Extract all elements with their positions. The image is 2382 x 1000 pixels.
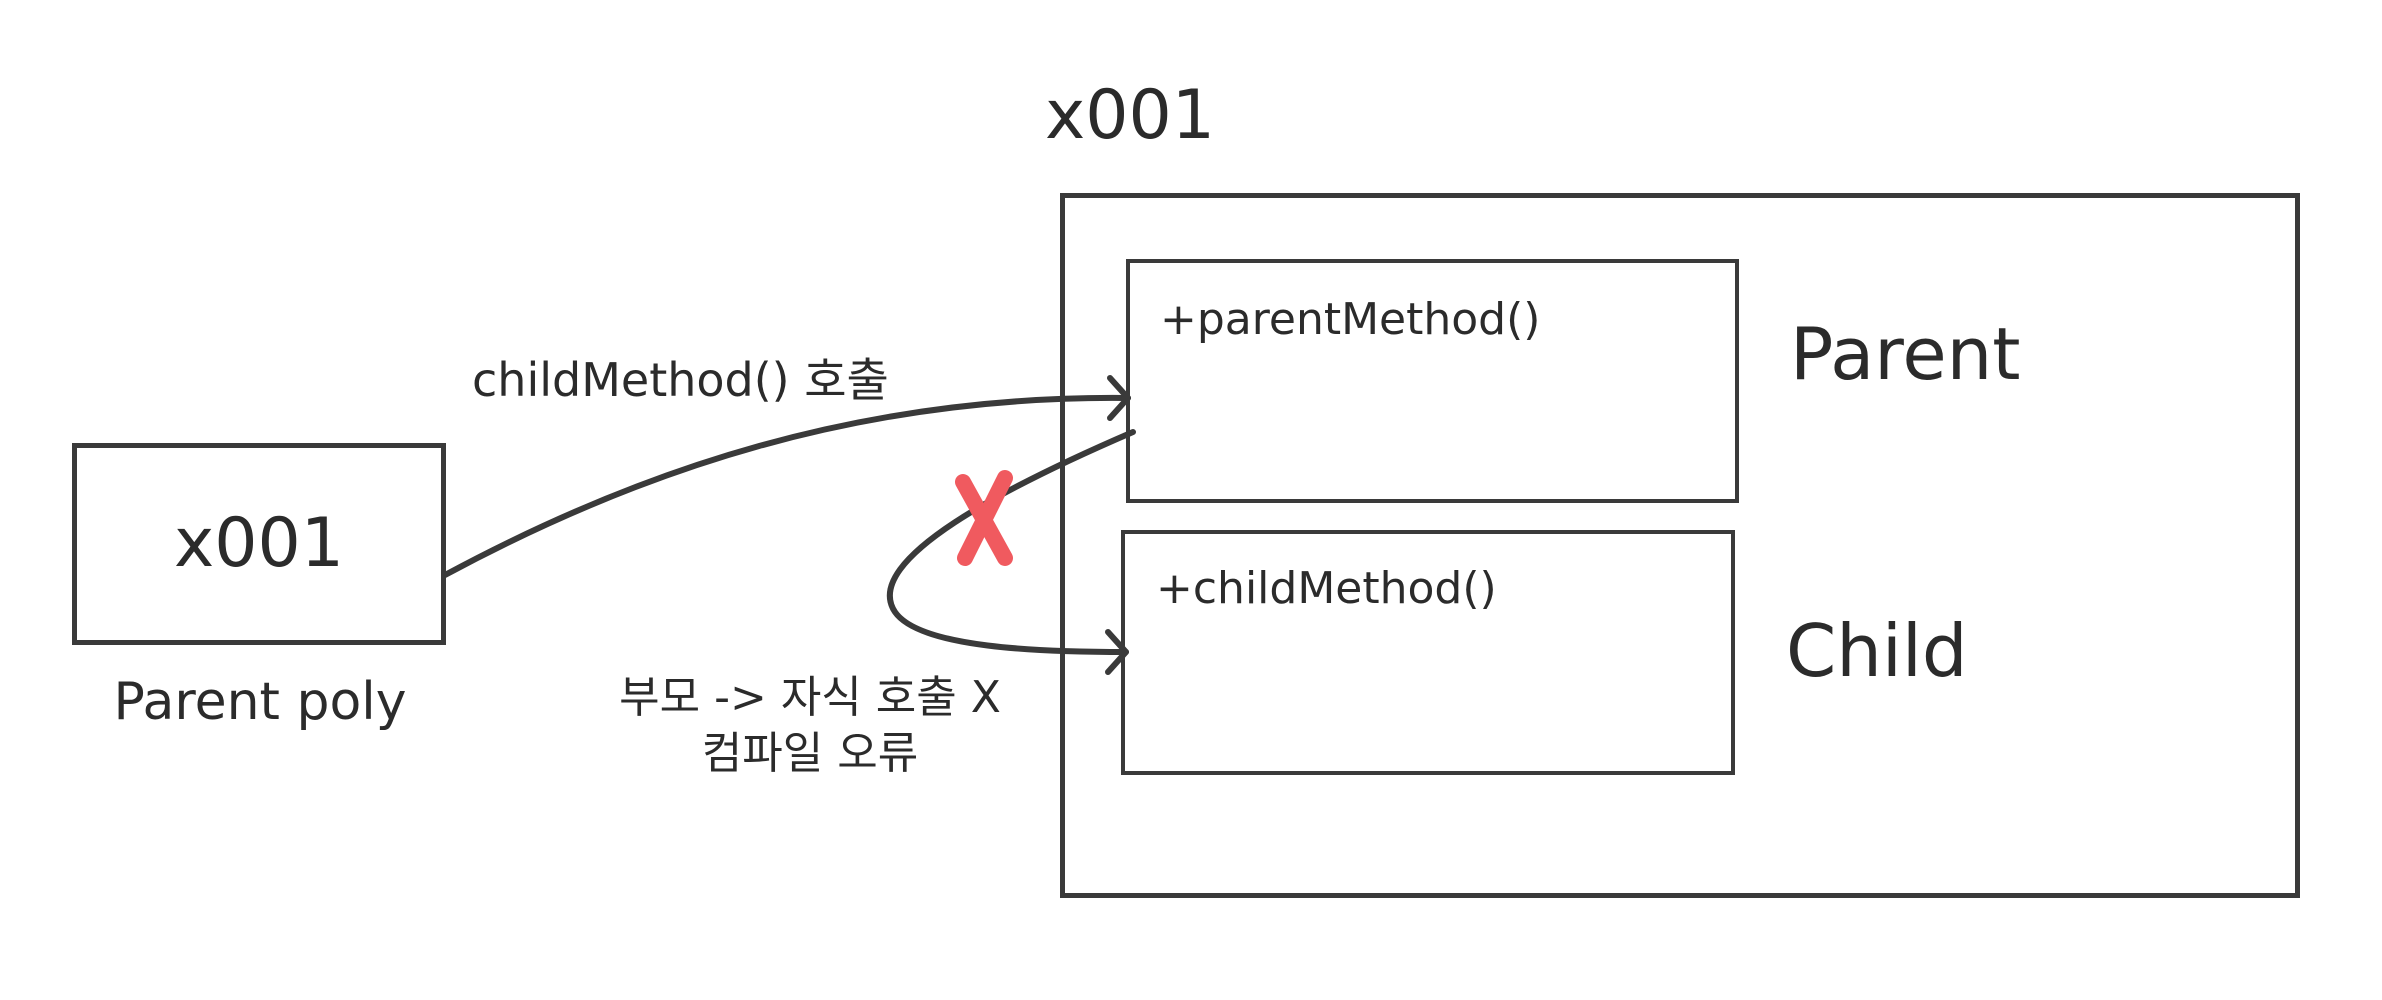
parent-class-name: Parent bbox=[1790, 312, 2021, 396]
reference-caption: Parent poly bbox=[113, 672, 407, 732]
child-class-name: Child bbox=[1786, 609, 1968, 693]
instance-address: x001 bbox=[1045, 76, 1216, 155]
error-x-mark bbox=[955, 470, 1013, 566]
call-arrow bbox=[442, 394, 1131, 578]
parent-section-box bbox=[1126, 259, 1739, 503]
error-label-line1: 부모 -> 자식 호출 X bbox=[619, 672, 1001, 723]
call-label: childMethod() 호출 bbox=[472, 353, 889, 407]
blocked-arrowhead bbox=[1105, 629, 1129, 675]
parent-method: +parentMethod() bbox=[1160, 294, 1541, 345]
reference-box bbox=[72, 443, 446, 645]
error-label-line2: 컴파일 오류 bbox=[701, 728, 919, 779]
reference-value: x001 bbox=[173, 504, 345, 583]
child-method: +childMethod() bbox=[1156, 563, 1497, 614]
blocked-arrow bbox=[886, 429, 1136, 655]
child-section-box bbox=[1121, 530, 1735, 775]
instance-box bbox=[1060, 193, 2300, 898]
